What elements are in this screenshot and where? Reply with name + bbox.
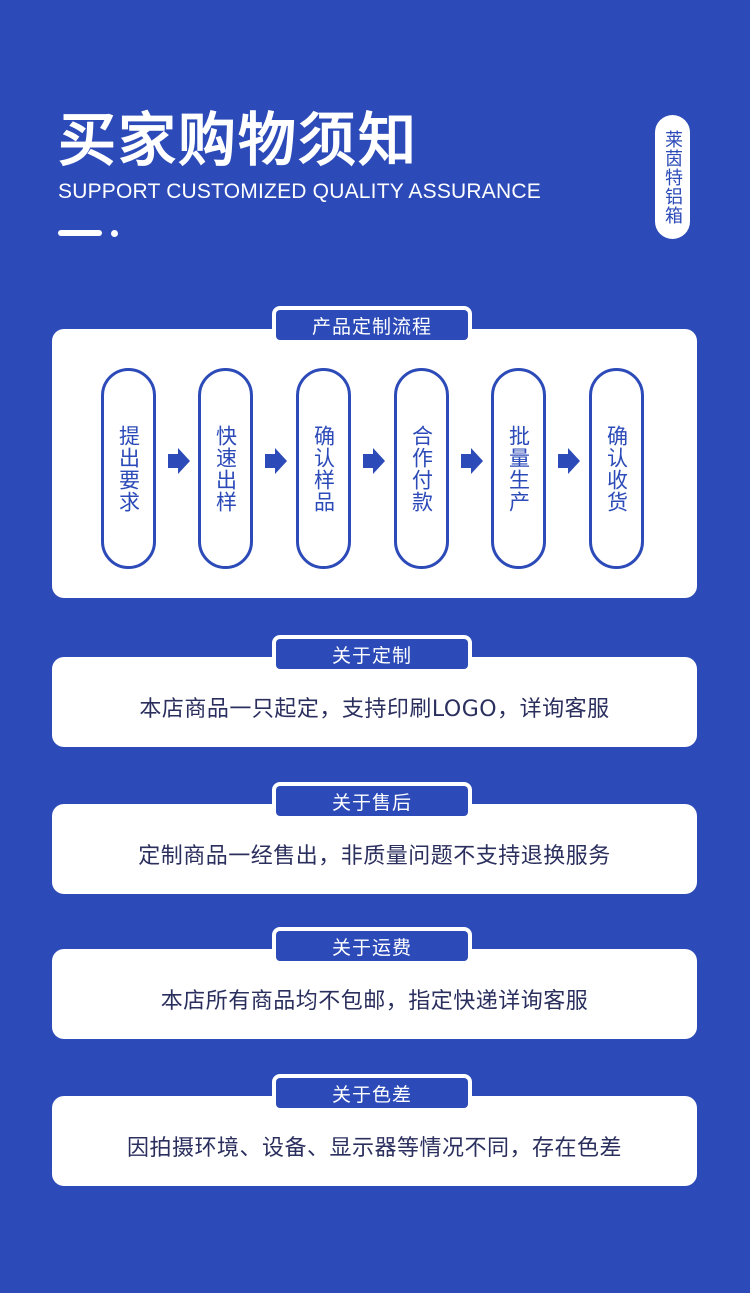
page-subtitle: SUPPORT CUSTOMIZED QUALITY ASSURANCE — [58, 180, 541, 203]
process-step-1: 提出要求 — [101, 368, 156, 569]
arrow-right-icon — [265, 448, 287, 474]
arrow-right-icon — [558, 448, 580, 474]
process-step-label: 快速出样 — [213, 424, 238, 513]
process-step-4: 合作付款 — [394, 368, 449, 569]
shipping-tag-label: 关于运费 — [276, 931, 468, 961]
color-difference-tag-label: 关于色差 — [276, 1078, 468, 1108]
decorative-line — [58, 230, 102, 236]
process-step-2: 快速出样 — [198, 368, 253, 569]
arrow-right-icon — [461, 448, 483, 474]
decorative-dot — [111, 230, 118, 237]
process-step-5: 批量生产 — [491, 368, 546, 569]
after-sales-tag: 关于售后 — [272, 782, 472, 820]
process-step-label: 批量生产 — [506, 424, 531, 513]
customization-tag-label: 关于定制 — [276, 639, 468, 669]
color-difference-card: 因拍摄环境、设备、显示器等情况不同，存在色差 — [52, 1096, 697, 1186]
color-difference-tag: 关于色差 — [272, 1074, 472, 1112]
process-step-label: 提出要求 — [116, 424, 141, 513]
process-step-label: 合作付款 — [409, 424, 434, 513]
process-tag: 产品定制流程 — [272, 306, 472, 344]
process-step-3: 确认样品 — [296, 368, 351, 569]
page-title: 买家购物须知 — [58, 106, 419, 174]
shipping-text: 本店所有商品均不包邮，指定快递详询客服 — [160, 989, 589, 1014]
arrow-right-icon — [363, 448, 385, 474]
process-tag-label: 产品定制流程 — [276, 310, 468, 340]
process-step-label: 确认样品 — [311, 424, 336, 513]
process-step-6: 确认收货 — [589, 368, 644, 569]
arrow-right-icon — [168, 448, 190, 474]
customization-text: 本店商品一只起定，支持印刷LOGO，详询客服 — [139, 697, 610, 722]
process-step-label: 确认收货 — [604, 424, 629, 513]
after-sales-text: 定制商品一经售出，非质量问题不支持退换服务 — [138, 844, 611, 869]
brand-badge: 莱茵特铝箱 — [655, 115, 690, 239]
color-difference-text: 因拍摄环境、设备、显示器等情况不同，存在色差 — [126, 1136, 622, 1161]
after-sales-tag-label: 关于售后 — [276, 786, 468, 816]
shipping-tag: 关于运费 — [272, 927, 472, 965]
customization-tag: 关于定制 — [272, 635, 472, 673]
